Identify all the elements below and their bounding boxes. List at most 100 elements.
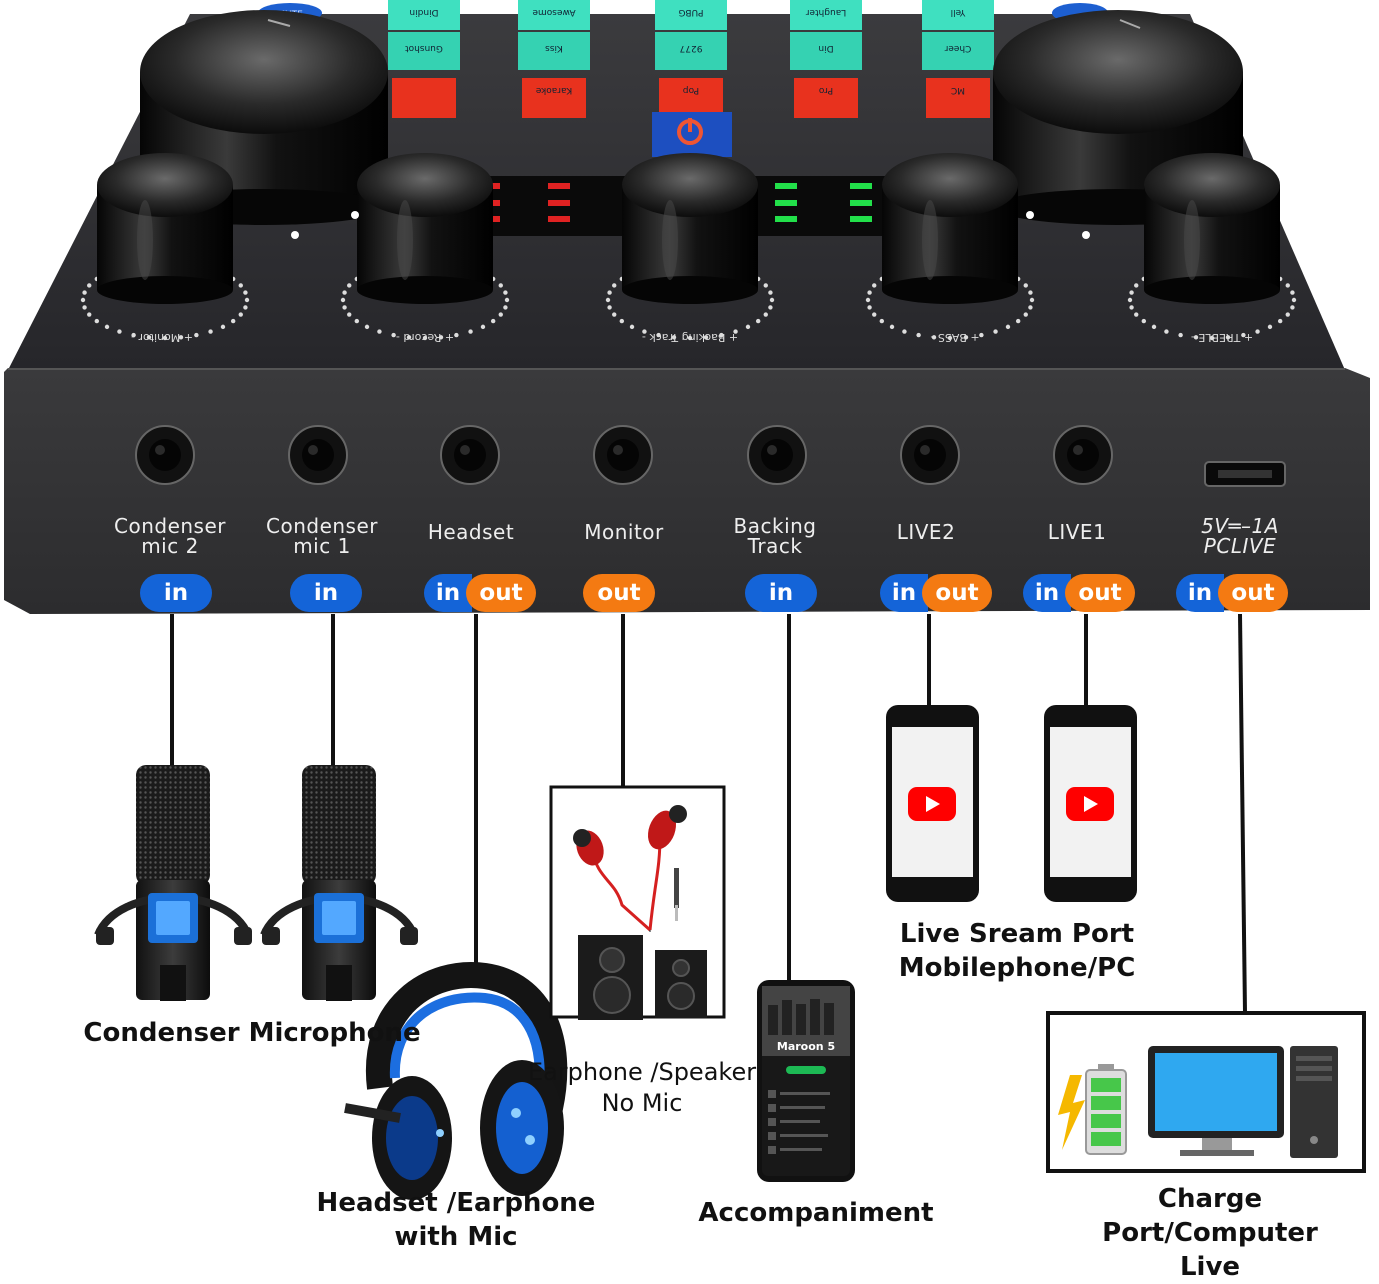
earphones — [573, 805, 687, 932]
effect-buttons: DindinGunshotAwesomeKissKaraokePUBG9277P… — [388, 0, 994, 118]
port-label: Condenser mic 1 — [266, 514, 378, 558]
connector-lines — [170, 613, 1247, 1014]
effect-button-label: Yell — [951, 7, 967, 17]
in-badge: in — [290, 574, 362, 612]
audio-jacks — [135, 425, 1113, 485]
effect-button-label: Karaoke — [535, 85, 572, 95]
audio-jack-2[interactable] — [288, 425, 348, 485]
accompaniment-phone: Maroon 5 — [757, 980, 855, 1182]
caption-accompaniment: Accompaniment — [698, 1198, 934, 1228]
port-label: Condenser mic 2 — [114, 514, 226, 558]
knob-3[interactable] — [605, 153, 775, 341]
knob-labels: + Monitor - + Record - + Backing Track - + … — [131, 331, 1253, 344]
out-badge: out — [1065, 574, 1135, 612]
caption-charge-port: Charge Port/Computer Live — [1102, 1184, 1318, 1282]
out-badge: out — [583, 574, 655, 612]
live-phone-2 — [1044, 705, 1137, 902]
caption-headset: Headset /Earphone with Mic — [316, 1188, 596, 1252]
effect-button-label: Laughter — [805, 7, 846, 17]
in-badge: in — [1023, 574, 1071, 612]
condenser-microphone-1 — [260, 765, 418, 1001]
in-badge: in — [1176, 574, 1224, 612]
phone-screen-title: Maroon 5 — [777, 1040, 835, 1053]
in-badge: in — [745, 574, 817, 612]
battery-icon — [1058, 1064, 1127, 1155]
port-badge-2: in — [290, 574, 362, 612]
audio-jack-3[interactable] — [440, 425, 500, 485]
port-label: 5V═–1A PCLIVE — [1201, 514, 1279, 558]
connector-line — [1238, 613, 1247, 1014]
audio-jack-6[interactable] — [900, 425, 960, 485]
knob-1[interactable] — [80, 153, 250, 341]
speakers — [578, 935, 707, 1020]
volume-knob-right[interactable] — [993, 10, 1243, 225]
port-label: LIVE2 — [896, 520, 956, 544]
effect-button-label: Awesome — [532, 7, 576, 17]
condenser-microphone-2 — [94, 765, 252, 1001]
usb-port[interactable] — [1204, 461, 1286, 487]
diagram-canvas: MUTE DindinGunshotAwesomeKissKaraokePUBG… — [4, 0, 1370, 1200]
knob-label: + TREBLE - — [1191, 331, 1253, 344]
audio-jack-5[interactable] — [747, 425, 807, 485]
effect-button-label: Pro — [818, 85, 833, 95]
knob-label: + Backing Track - — [642, 331, 738, 344]
effect-button-label: Kiss — [545, 43, 563, 53]
gaming-headset — [344, 962, 568, 1200]
knob-label: + BASS - — [930, 331, 979, 344]
audio-jack-1[interactable] — [135, 425, 195, 485]
power-button[interactable] — [652, 112, 732, 157]
monitor-icon — [1148, 1046, 1284, 1156]
knob-2[interactable] — [340, 153, 510, 341]
effect-button-label: Dindin — [409, 7, 438, 17]
knob-label: + Monitor - — [131, 331, 193, 344]
audio-jack-7[interactable] — [1053, 425, 1113, 485]
live-phone-1 — [886, 705, 979, 902]
in-badge: in — [424, 574, 472, 612]
knob-label: + Record - — [396, 331, 454, 344]
effect-button-label: 9277 — [680, 43, 703, 53]
audio-jack-4[interactable] — [593, 425, 653, 485]
youtube-icon — [908, 787, 956, 821]
effect-button-label: Cheer — [944, 43, 971, 53]
marker-dots — [291, 211, 1090, 239]
caption-earphone-speaker: Earphone /Speaker No Mic — [527, 1058, 757, 1117]
effect-button-label: Gunshot — [405, 43, 443, 53]
in-badge: in — [880, 574, 928, 612]
sound-card-device: MUTE DindinGunshotAwesomeKissKaraokePUBG… — [4, 0, 1370, 614]
effect-button-label: PUBG — [678, 7, 703, 17]
knob-4[interactable] — [865, 153, 1035, 341]
in-badge: in — [140, 574, 212, 612]
port-badge-1: in — [140, 574, 212, 612]
out-badge: out — [466, 574, 536, 612]
control-knobs — [80, 153, 1297, 341]
earphone-speaker-box — [549, 785, 726, 1020]
out-badge: out — [1218, 574, 1288, 612]
effect-button-label: Pop — [683, 85, 700, 95]
live-stream-phones — [886, 705, 1137, 902]
out-badge: out — [922, 574, 992, 612]
effect-button-label: MC — [951, 85, 965, 95]
caption-condenser-microphone: Condenser Microphone — [83, 1018, 421, 1048]
port-label: Backing Track — [733, 514, 817, 558]
youtube-icon — [1066, 787, 1114, 821]
knob-5[interactable] — [1127, 153, 1297, 341]
caption-live-stream: Live Sream Port Mobilephone/PC — [898, 919, 1136, 983]
computer-tower-icon — [1290, 1046, 1338, 1158]
port-label: Headset — [427, 520, 515, 544]
port-label: LIVE1 — [1047, 520, 1107, 544]
port-badge-4: out — [583, 574, 655, 612]
port-badge-5: in — [745, 574, 817, 612]
volume-knob-left[interactable] — [140, 10, 388, 225]
port-label: Monitor — [584, 520, 664, 544]
charge-computer-box — [1046, 1011, 1366, 1173]
effect-button-label: Din — [818, 43, 833, 53]
